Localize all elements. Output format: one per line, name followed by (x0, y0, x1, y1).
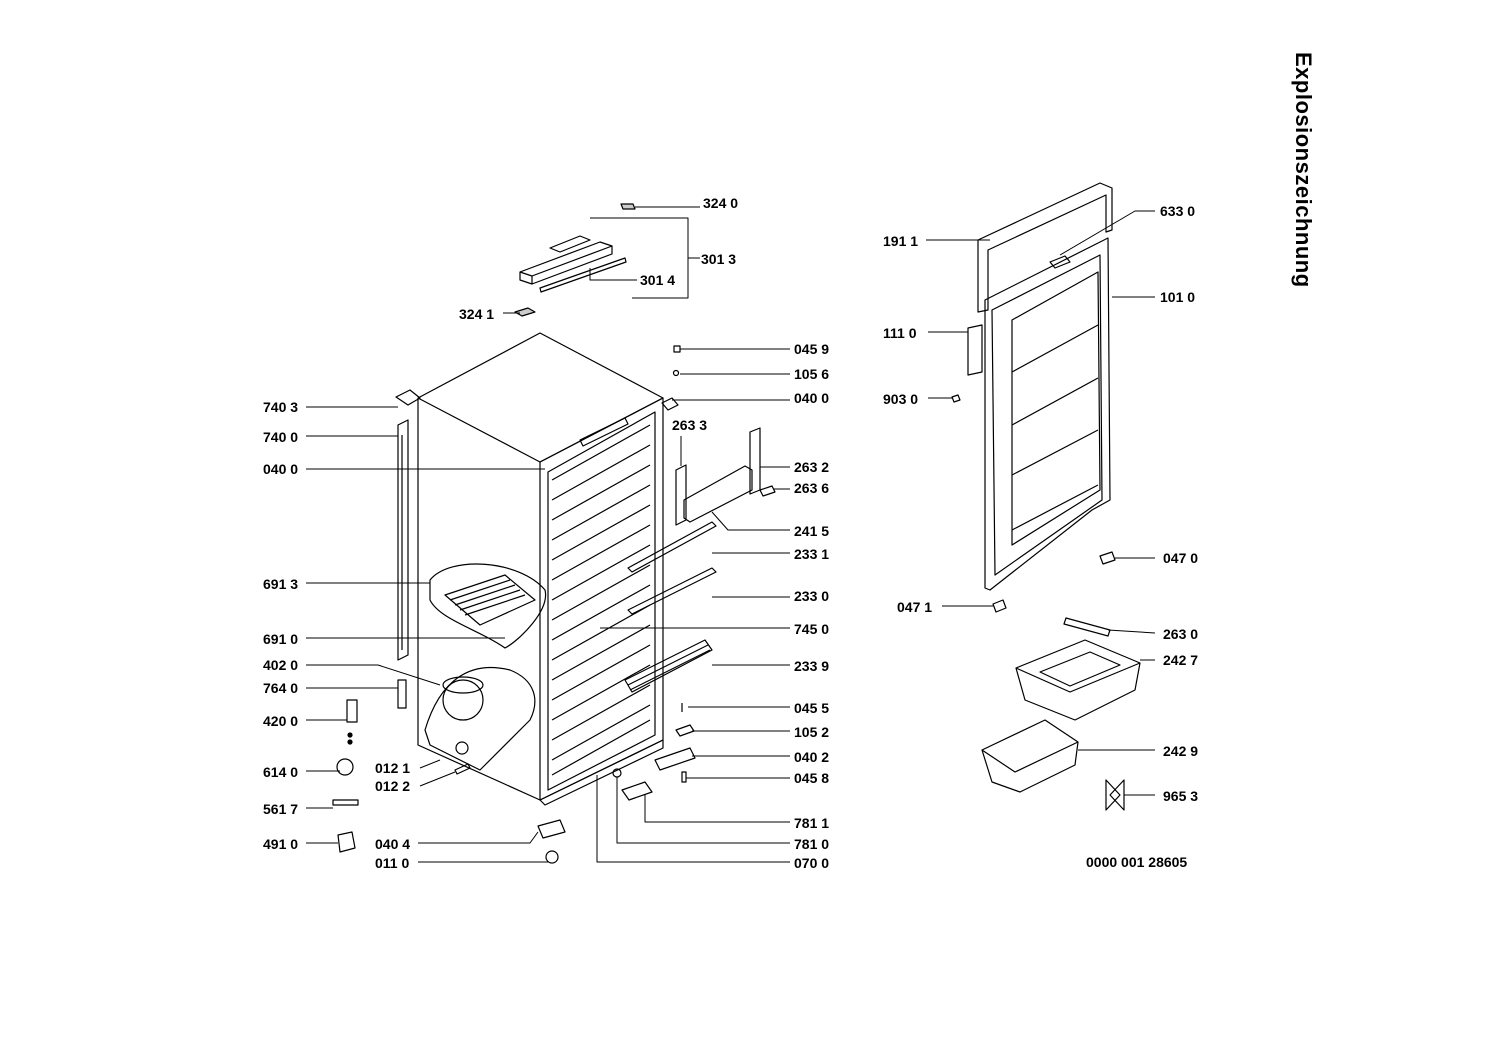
left-side-components (332, 389, 566, 864)
part-label: 420 0 (263, 713, 299, 729)
part-label: 263 0 (1163, 626, 1199, 642)
part-label: 012 1 (375, 760, 411, 776)
part-label: 561 7 (263, 801, 299, 817)
part-label: 301 4 (640, 272, 676, 288)
part-label: 903 0 (883, 391, 919, 407)
document-number: 0000 001 28605 (1086, 854, 1188, 870)
part-label: 633 0 (1160, 203, 1196, 219)
part-label: 012 2 (375, 778, 411, 794)
leader-lines (306, 206, 1156, 863)
part-label: 740 0 (263, 429, 299, 445)
part-label: 233 9 (794, 658, 830, 674)
part-label: 740 3 (263, 399, 299, 415)
part-label: 781 1 (794, 815, 830, 831)
part-label: 691 3 (263, 576, 299, 592)
part-label: 011 0 (375, 855, 410, 871)
part-label: 040 0 (263, 461, 299, 477)
part-label: 233 1 (794, 546, 830, 562)
part-label: 105 6 (794, 366, 830, 382)
part-label: 614 0 (263, 764, 299, 780)
part-label: 101 0 (1160, 289, 1196, 305)
part-label: 745 0 (794, 621, 830, 637)
part-label: 241 5 (794, 523, 830, 539)
part-label: 491 0 (263, 836, 299, 852)
part-label: 040 4 (375, 836, 411, 852)
inner-door-components (612, 345, 776, 801)
part-label: 045 5 (794, 700, 830, 716)
part-label: 047 1 (897, 599, 933, 615)
part-label: 691 0 (263, 631, 299, 647)
part-label: 324 1 (459, 306, 495, 322)
part-label: 764 0 (263, 680, 299, 696)
cabinet-body (417, 332, 664, 806)
part-label: 191 1 (883, 233, 919, 249)
part-label: 263 3 (672, 417, 708, 433)
page-title: Explosionszeichnung (1291, 52, 1316, 288)
part-label: 242 7 (1163, 652, 1199, 668)
part-label: 965 3 (1163, 788, 1199, 804)
drawers (981, 617, 1141, 811)
part-label: 263 2 (794, 459, 830, 475)
part-label: 040 0 (794, 390, 830, 406)
part-label: 045 8 (794, 770, 830, 786)
part-label: 263 6 (794, 480, 830, 496)
part-label: 242 9 (1163, 743, 1199, 759)
part-label: 233 0 (794, 588, 830, 604)
part-label: 402 0 (263, 657, 299, 673)
part-label: 781 0 (794, 836, 830, 852)
part-label: 045 9 (794, 341, 830, 357)
part-label: 301 3 (701, 251, 737, 267)
door-assembly (951, 182, 1116, 613)
top-rail-part (514, 203, 636, 317)
part-label: 111 0 (883, 325, 917, 341)
part-label: 070 0 (794, 855, 830, 871)
part-label: 324 0 (703, 195, 739, 211)
part-label: 047 0 (1163, 550, 1199, 566)
part-label: 105 2 (794, 724, 830, 740)
part-label: 040 2 (794, 749, 830, 765)
